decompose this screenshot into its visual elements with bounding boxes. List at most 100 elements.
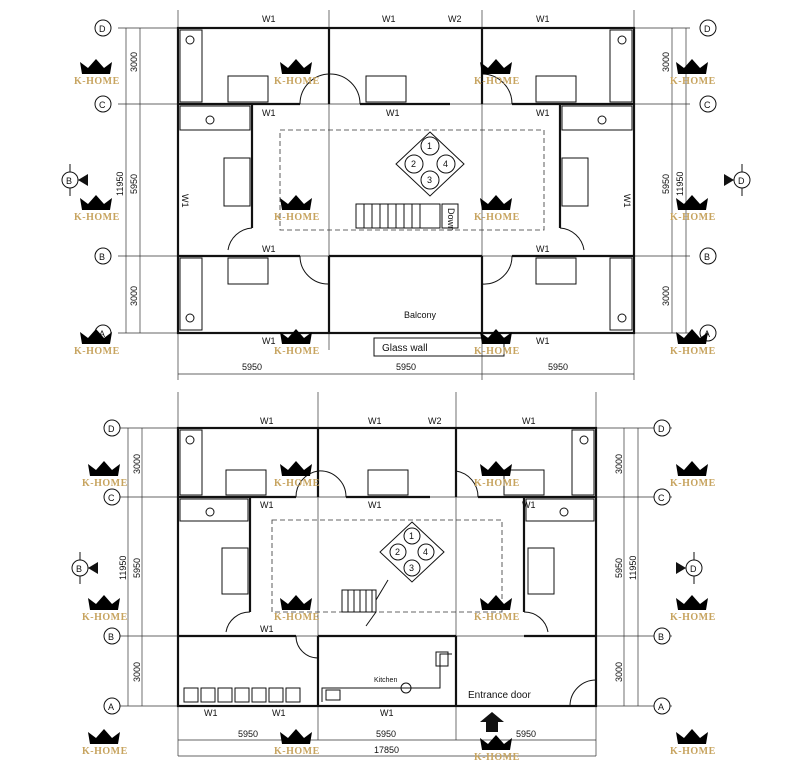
window-w1: W1 bbox=[180, 194, 190, 208]
dim-11950: 11950 bbox=[115, 172, 125, 196]
watermark-layer: K-HOME K-HOME K-HOME K-HOME K-HOME K-HOM… bbox=[74, 59, 716, 763]
compass-4: 4 bbox=[423, 547, 428, 557]
window-w1: W1 bbox=[382, 14, 396, 24]
watermark-logo: K-HOME bbox=[274, 59, 320, 87]
svg-text:K-HOME: K-HOME bbox=[274, 746, 320, 757]
svg-text:K-HOME: K-HOME bbox=[274, 346, 320, 357]
svg-text:K-HOME: K-HOME bbox=[274, 612, 320, 623]
svg-text:K-HOME: K-HOME bbox=[474, 76, 520, 87]
compass-3: 3 bbox=[427, 175, 432, 185]
window-w1: W1 bbox=[368, 416, 382, 426]
svg-text:K-HOME: K-HOME bbox=[82, 612, 128, 623]
watermark-logo: K-HOME bbox=[474, 195, 519, 223]
svg-text:K-HOME: K-HOME bbox=[274, 76, 320, 87]
window-w1: W1 bbox=[260, 624, 274, 634]
window-w1: W1 bbox=[260, 500, 274, 510]
compass-diamond-upper: 1 2 3 4 bbox=[395, 131, 465, 197]
svg-text:K-HOME: K-HOME bbox=[82, 746, 128, 757]
dim-5950: 5950 bbox=[129, 174, 139, 194]
watermark-logo: K-HOME bbox=[670, 195, 715, 223]
svg-text:D: D bbox=[738, 176, 745, 186]
balcony-label: Balcony bbox=[404, 310, 437, 320]
compass-4: 4 bbox=[443, 159, 448, 169]
window-w1: W1 bbox=[262, 244, 276, 254]
grid-label-a: A bbox=[99, 329, 105, 339]
grid-label-b: B bbox=[99, 252, 105, 262]
window-w1: W1 bbox=[536, 14, 550, 24]
watermark-logo: K-HOME bbox=[474, 461, 520, 489]
dim-5950: 5950 bbox=[376, 729, 396, 739]
dim-3000: 3000 bbox=[132, 454, 142, 474]
watermark-logo: K-HOME bbox=[274, 195, 320, 223]
dim-5950: 5950 bbox=[242, 362, 262, 372]
compass-diamond-ground: 1 2 3 4 bbox=[379, 521, 445, 583]
window-w1: W1 bbox=[522, 416, 536, 426]
window-w1: W1 bbox=[260, 416, 274, 426]
window-w1: W1 bbox=[204, 708, 218, 718]
dim-5950: 5950 bbox=[132, 558, 142, 578]
section-marker-b: B bbox=[61, 164, 88, 196]
svg-text:K-HOME: K-HOME bbox=[274, 212, 320, 223]
compass-3: 3 bbox=[409, 563, 414, 573]
section-marker-d: D bbox=[724, 164, 751, 196]
window-w1: W1 bbox=[380, 708, 394, 718]
window-w1: W1 bbox=[368, 500, 382, 510]
toilet-row bbox=[183, 687, 301, 703]
svg-text:K-HOME: K-HOME bbox=[474, 612, 520, 623]
entrance-door-label: Entrance door bbox=[468, 690, 531, 701]
grid-label-c: C bbox=[704, 100, 711, 110]
dim-3000: 3000 bbox=[614, 454, 624, 474]
kitchen-label: Kitchen bbox=[374, 677, 397, 684]
watermark-logo: K-HOME bbox=[82, 729, 128, 757]
svg-text:B: B bbox=[66, 176, 72, 186]
watermark-logo: K-HOME bbox=[670, 595, 715, 623]
svg-text:K-HOME: K-HOME bbox=[74, 346, 120, 357]
window-w1: W1 bbox=[522, 500, 536, 510]
section-marker-b: B bbox=[71, 552, 98, 584]
dim-5950: 5950 bbox=[548, 362, 568, 372]
compass-1: 1 bbox=[427, 141, 432, 151]
window-w1: W1 bbox=[622, 194, 632, 208]
dim-5950: 5950 bbox=[661, 174, 671, 194]
window-w1: W1 bbox=[262, 108, 276, 118]
svg-text:K-HOME: K-HOME bbox=[670, 746, 716, 757]
svg-text:K-HOME: K-HOME bbox=[670, 76, 716, 87]
dim-5950: 5950 bbox=[614, 558, 624, 578]
upper-floor-plan: Down 1 2 3 4 Balcony Glass wall W1 W1 W2… bbox=[61, 10, 751, 380]
ground-floor-plan: 1 2 3 4 Kitchen Entrance door W1 W1 W2 W… bbox=[71, 392, 703, 757]
svg-text:K-HOME: K-HOME bbox=[82, 478, 128, 489]
watermark-logo: K-HOME bbox=[274, 329, 320, 357]
svg-text:K-HOME: K-HOME bbox=[670, 478, 716, 489]
svg-text:K-HOME: K-HOME bbox=[474, 752, 520, 763]
dim-3000: 3000 bbox=[129, 52, 139, 72]
window-w1: W1 bbox=[536, 336, 550, 346]
grid-label-d: D bbox=[108, 424, 115, 434]
watermark-logo: K-HOME bbox=[670, 461, 716, 489]
watermark-logo: K-HOME bbox=[670, 729, 716, 757]
dim-3000: 3000 bbox=[661, 286, 671, 306]
svg-text:K-HOME: K-HOME bbox=[274, 478, 320, 489]
section-marker-d: D bbox=[676, 552, 703, 584]
dim-11950: 11950 bbox=[118, 556, 128, 580]
grid-label-b: B bbox=[658, 632, 664, 642]
watermark-logo: K-HOME bbox=[474, 735, 520, 763]
stair-down-label: Down bbox=[446, 208, 456, 231]
grid-label-b: B bbox=[108, 632, 114, 642]
dim-11950: 11950 bbox=[628, 556, 638, 580]
dim-5950: 5950 bbox=[238, 729, 258, 739]
dim-17850: 17850 bbox=[374, 745, 399, 755]
grid-label-b: B bbox=[704, 252, 710, 262]
compass-1: 1 bbox=[409, 531, 414, 541]
dim-5950: 5950 bbox=[516, 729, 536, 739]
grid-label-a: A bbox=[108, 702, 114, 712]
watermark-logo: K-HOME bbox=[74, 59, 119, 87]
compass-2: 2 bbox=[411, 159, 416, 169]
window-w1: W1 bbox=[386, 108, 400, 118]
svg-text:K-HOME: K-HOME bbox=[670, 346, 716, 357]
svg-text:K-HOME: K-HOME bbox=[474, 478, 520, 489]
dim-3000: 3000 bbox=[614, 662, 624, 682]
watermark-logo: K-HOME bbox=[474, 59, 520, 87]
watermark-logo: K-HOME bbox=[74, 329, 120, 357]
window-w2: W2 bbox=[428, 416, 442, 426]
